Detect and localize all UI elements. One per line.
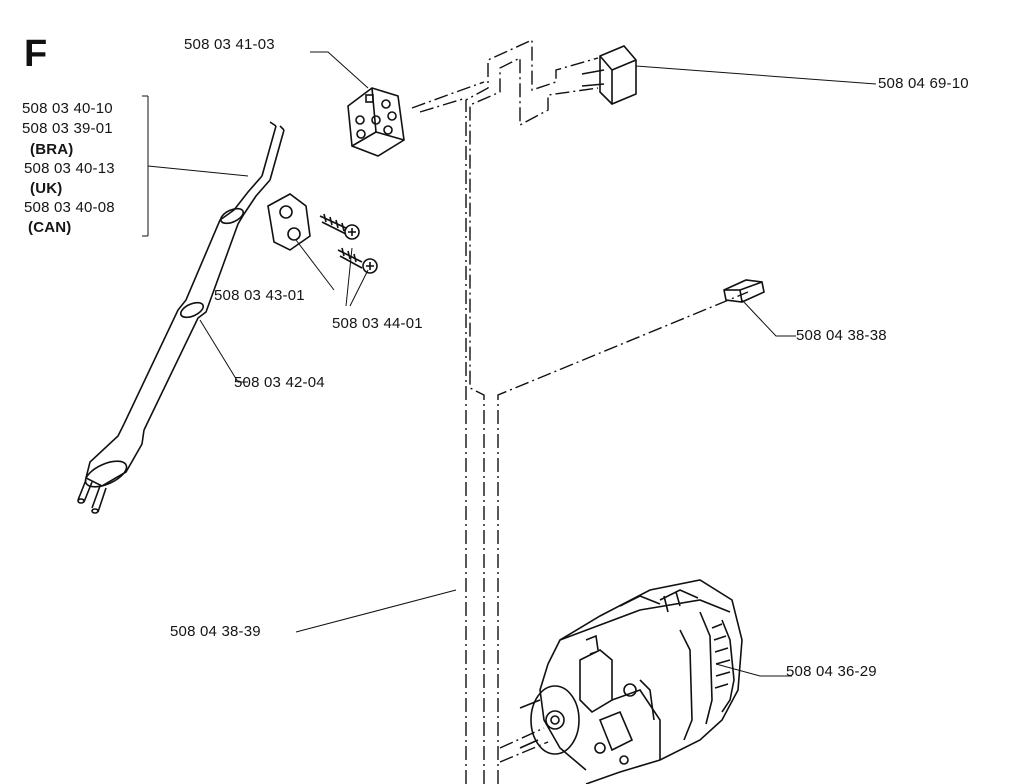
label-capacitor: 508 04 69-10 <box>878 75 969 92</box>
section-letter: F <box>24 33 48 75</box>
capacitor-part <box>581 45 637 105</box>
power-cord-part <box>77 121 285 514</box>
switch-part <box>347 87 405 157</box>
brush-connector-part <box>723 279 765 303</box>
label-wiring: 508 04 38-39 <box>170 623 261 640</box>
label-brush-connector: 508 04 38-38 <box>796 327 887 344</box>
cable-holder-part <box>267 193 311 251</box>
label-cable-2-region: (BRA) <box>30 141 74 158</box>
label-motor: 508 04 36-29 <box>786 663 877 680</box>
label-switch: 508 03 41-03 <box>184 36 275 53</box>
label-cable-4-region: (CAN) <box>28 219 72 236</box>
motor-part <box>519 579 743 784</box>
label-screws: 508 03 44-01 <box>332 315 423 332</box>
leader-lines <box>142 51 877 677</box>
label-cable-4: 508 03 40-08 <box>24 199 115 216</box>
label-cable-holder: 508 03 43-01 <box>214 287 305 304</box>
label-cable-3-region: (UK) <box>30 180 63 197</box>
label-cable-3: 508 03 40-13 <box>24 160 115 177</box>
screws-part <box>319 213 378 274</box>
label-cable-1: 508 03 40-10 <box>22 100 113 117</box>
label-cable-2: 508 03 39-01 <box>22 120 113 137</box>
label-cable-sleeve: 508 03 42-04 <box>234 374 325 391</box>
